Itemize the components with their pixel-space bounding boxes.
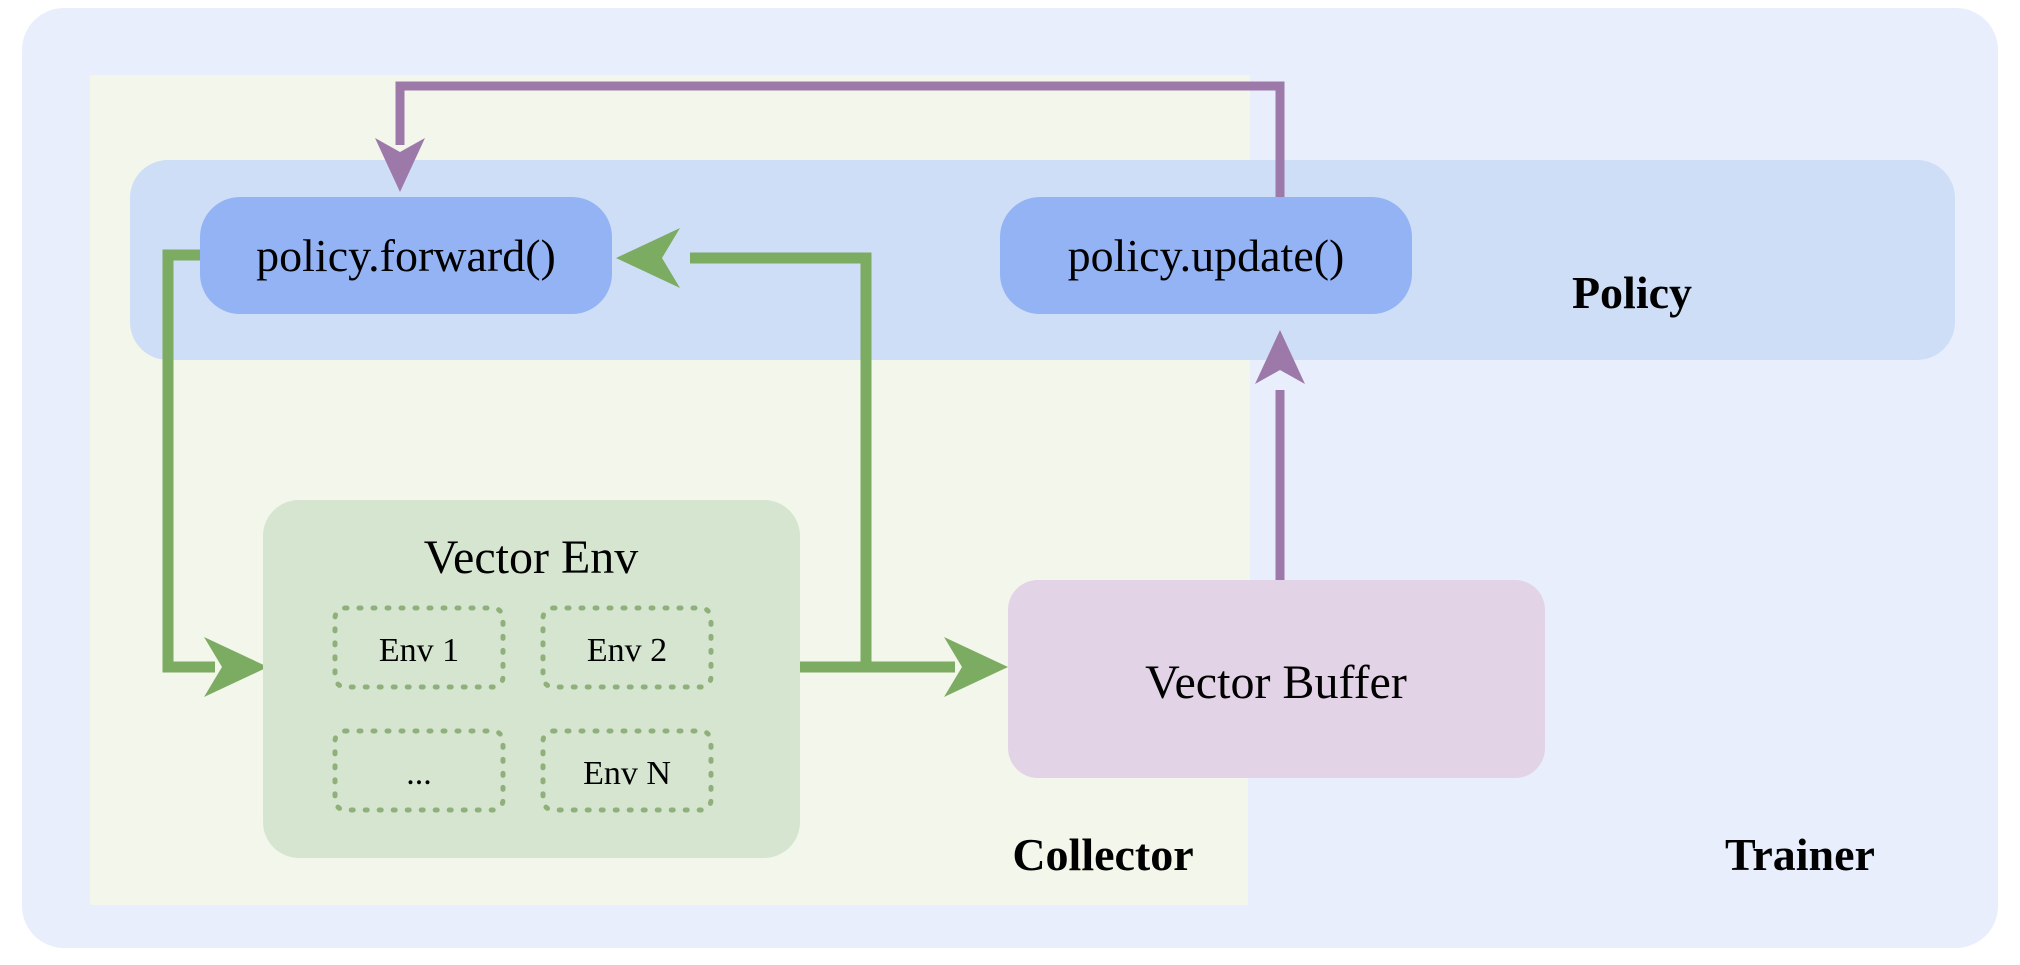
policy-update-box[interactable] (1000, 197, 1412, 314)
vector-env-box[interactable] (263, 500, 800, 858)
env-box-1-label: Env 1 (379, 632, 459, 669)
vector-buffer-label: Vector Buffer (1145, 656, 1407, 709)
env-box-n-label: Env N (583, 755, 671, 792)
edge-env-to-forward (616, 228, 872, 667)
trainer-group-label: Trainer (1725, 829, 1875, 880)
vector-env-title: Vector Env (424, 531, 639, 584)
env-box-ellipsis-label: ... (406, 755, 432, 792)
collector-group-label: Collector (1012, 829, 1193, 880)
env-box-2-label: Env 2 (587, 632, 667, 669)
policy-forward-box[interactable] (200, 197, 612, 314)
edge-forward-to-env (162, 249, 268, 697)
edge-update-to-forward (375, 81, 1285, 205)
edge-buffer-to-update (1255, 330, 1305, 580)
policy-forward-label: policy.forward() (256, 230, 556, 281)
env-box-ellipsis[interactable] (332, 728, 506, 813)
policy-update-label: policy.update() (1068, 230, 1345, 281)
env-box-1[interactable] (332, 605, 506, 690)
edge-env-to-buffer (800, 637, 1008, 697)
vector-buffer-box[interactable] (1008, 580, 1545, 778)
policy-group-label: Policy (1572, 267, 1692, 318)
env-box-2[interactable] (540, 605, 714, 690)
env-box-n[interactable] (540, 728, 714, 813)
